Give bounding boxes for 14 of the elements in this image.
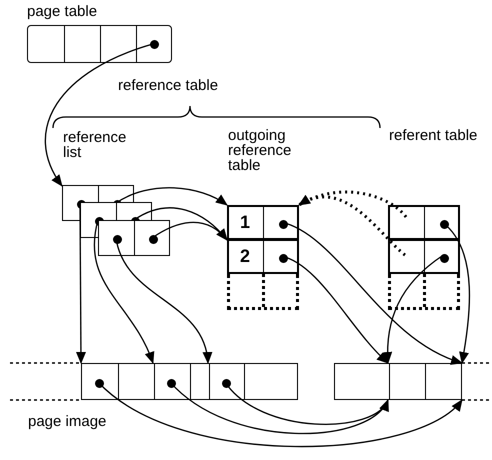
arrow xyxy=(298,196,406,256)
arrow xyxy=(152,222,228,241)
table-title: referent table xyxy=(389,128,478,143)
table-title: page table xyxy=(27,3,98,20)
arrow xyxy=(116,187,228,206)
arrow xyxy=(44,43,154,187)
label: reference table xyxy=(118,78,218,93)
arrow xyxy=(382,255,442,364)
arrow xyxy=(298,190,408,218)
row-number: 1 xyxy=(240,212,250,232)
row-number: 2 xyxy=(240,246,250,266)
table-title: outgoing reference table xyxy=(228,128,292,173)
label: page image xyxy=(28,414,106,429)
label: reference list xyxy=(63,130,128,160)
